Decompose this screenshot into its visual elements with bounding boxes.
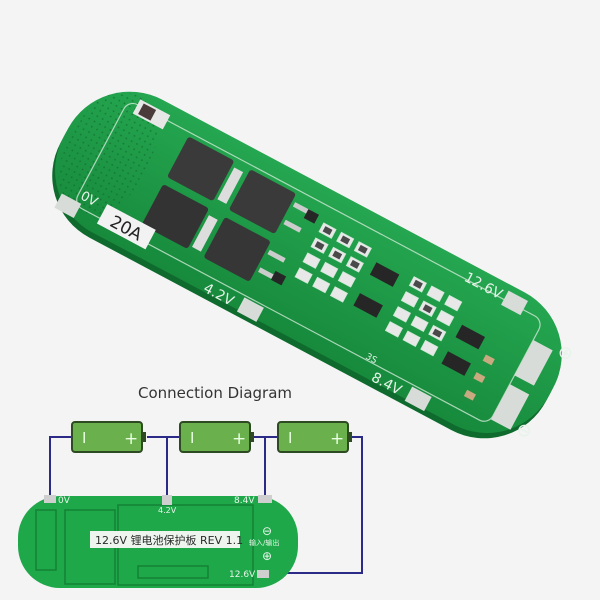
pad-b1 bbox=[236, 297, 264, 322]
battery-3-negative: I bbox=[288, 429, 292, 447]
wiring bbox=[49, 436, 363, 574]
current-rating-label-bg bbox=[96, 204, 156, 250]
diagram-label-12-6v: 12.6V bbox=[229, 570, 256, 580]
diagram-io-label: 输入/输出 bbox=[249, 538, 279, 547]
pad-b-plus bbox=[501, 290, 528, 316]
battery-2: I + bbox=[179, 421, 254, 453]
mosfet-group bbox=[142, 137, 312, 281]
board-label: 12.6V 锂电池保护板 REV 1.1 bbox=[95, 533, 243, 547]
board-label-bg bbox=[90, 531, 240, 548]
smd-component-grid bbox=[270, 209, 495, 401]
battery-1: I + bbox=[71, 421, 146, 453]
battery-3-positive: + bbox=[330, 429, 344, 449]
battery-1-negative: I bbox=[82, 429, 86, 447]
pad-b-minus bbox=[54, 193, 82, 219]
diagram-board: 12.6V 锂电池保护板 REV 1.1 0V 4.2V 8.4V 12.6V … bbox=[18, 495, 298, 588]
battery-1-positive: + bbox=[124, 429, 138, 449]
battery-2-positive: + bbox=[232, 429, 246, 449]
diagram-positive-icon: ⊕ bbox=[262, 549, 272, 563]
battery-2-negative: I bbox=[190, 429, 194, 447]
diagram-title: Connection Diagram bbox=[137, 384, 293, 402]
battery-3: I + bbox=[277, 421, 352, 453]
pad-p-plus bbox=[514, 340, 553, 386]
diagram-label-4-2v: 4.2V bbox=[158, 506, 177, 515]
pad-label-0v: 0V bbox=[78, 189, 100, 210]
diagram-label-8-4v: 8.4V bbox=[234, 496, 255, 506]
diagram-negative-icon: ⊖ bbox=[262, 524, 272, 538]
cell-count-label: 3S bbox=[364, 352, 379, 366]
diagram-label-0v: 0V bbox=[58, 496, 71, 506]
pad-p-minus bbox=[491, 384, 530, 430]
pad-b2 bbox=[404, 386, 432, 412]
